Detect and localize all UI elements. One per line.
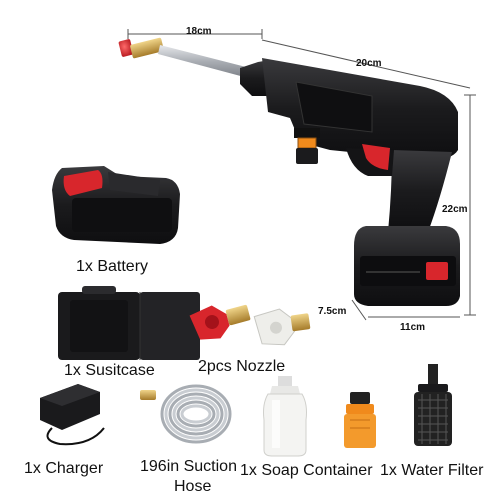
suitcase (58, 286, 200, 360)
caption-suitcase: 1x Susitcase (64, 362, 155, 379)
dim-gun-length: 20cm (356, 58, 382, 69)
battery (52, 166, 180, 244)
charger (40, 384, 105, 446)
caption-charger: 1x Charger (24, 460, 104, 477)
dim-battery-width: 11cm (400, 322, 426, 333)
caption-nozzle: 2pcs Nozzle (198, 358, 286, 375)
nozzles (189, 304, 311, 346)
caption-hose-line1: 196in Suction (140, 458, 237, 475)
dimension-lines (127, 29, 476, 321)
soap-container (263, 376, 307, 457)
suction-hose (140, 384, 232, 444)
caption-soap: 1x Soap Container (240, 462, 373, 479)
dim-barrel-length: 18cm (186, 26, 212, 37)
caption-hose-line2: Hose (174, 478, 212, 495)
caption-battery: 1x Battery (76, 258, 149, 275)
dim-battery-depth: 7.5cm (318, 306, 347, 317)
water-filter (414, 364, 452, 446)
dim-height: 22cm (442, 204, 468, 215)
quick-connector (344, 392, 376, 448)
caption-filter: 1x Water Filter (380, 462, 484, 479)
spray-gun (118, 37, 460, 306)
